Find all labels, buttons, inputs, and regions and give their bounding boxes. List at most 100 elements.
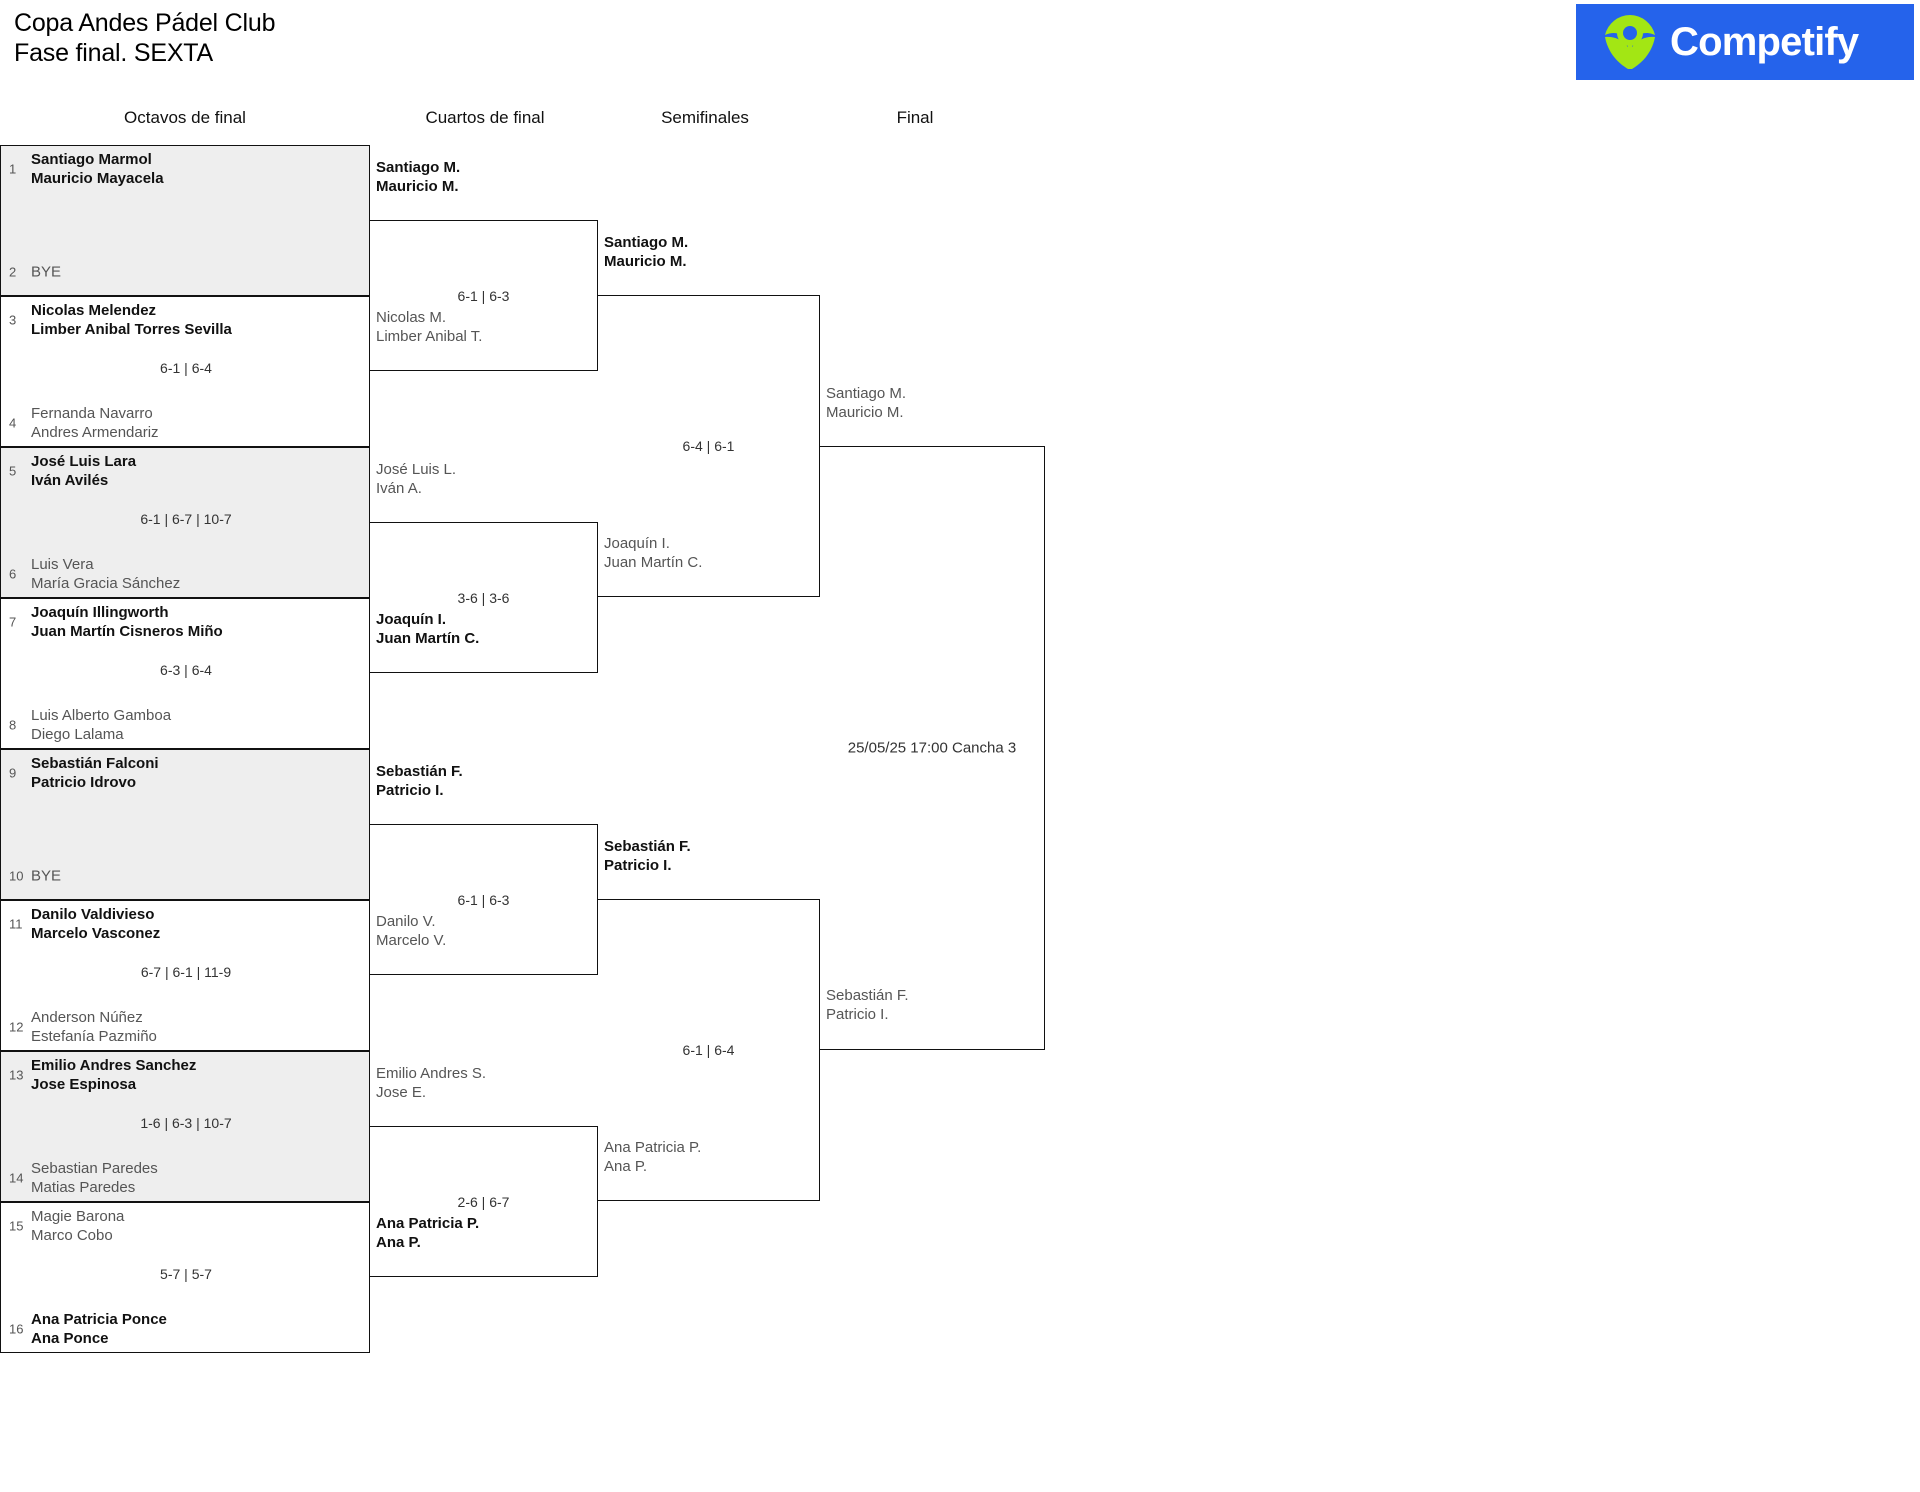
player-2: Mauricio M. [376, 178, 459, 195]
qf-connector-3[interactable]: 6-1 | 6-3 [370, 824, 598, 975]
player-2: Ana P. [376, 1234, 421, 1251]
sf-connector-1[interactable]: 6-4 | 6-1 [598, 295, 820, 597]
r16-match-7[interactable]: 13 Emilio Andres Sanchez Jose Espinosa 1… [0, 1051, 370, 1202]
player-1: Joaquín Illingworth [31, 604, 169, 621]
seed-number: 7 [9, 614, 17, 630]
player-1: Santiago Marmol [31, 151, 152, 168]
qf-connector-4[interactable]: 2-6 | 6-7 [370, 1126, 598, 1277]
player-2: Jose E. [376, 1084, 427, 1101]
player-1: Sebastián F. [376, 763, 463, 780]
player-1: BYE [31, 867, 62, 885]
player-1: Sebastián F. [604, 838, 691, 855]
player-1: Emilio Andres S. [376, 1065, 487, 1082]
player-1: Joaquín I. [376, 611, 447, 628]
seed-number: 15 [9, 1218, 24, 1234]
r16-slot-seed-8[interactable]: 8 Luis Alberto Gamboa Diego Lalama [1, 702, 371, 748]
final-connector[interactable]: 25/05/25 17:00 Cancha 3 [820, 446, 1045, 1050]
qf-team-3-bottom[interactable]: Danilo V. Marcelo V. [376, 912, 446, 950]
r16-match-8[interactable]: 15 Magie Barona Marco Cobo 5-7 | 5-7 16 … [0, 1202, 370, 1353]
r16-slot-seed-3[interactable]: 3 Nicolas Melendez Limber Anibal Torres … [1, 297, 371, 343]
r16-slot-seed-16[interactable]: 16 Ana Patricia Ponce Ana Ponce [1, 1306, 371, 1352]
player-1: Magie Barona [31, 1208, 125, 1225]
competify-person-icon [1605, 15, 1655, 69]
sf-team-2-bottom[interactable]: Ana Patricia P. Ana P. [604, 1138, 701, 1176]
r16-slot-seed-5[interactable]: 5 José Luis Lara Iván Avilés [1, 448, 371, 494]
player-2: Patricio I. [604, 857, 672, 874]
player-2: Iván Avilés [31, 472, 109, 489]
team-names: Magie Barona Marco Cobo [31, 1207, 124, 1245]
r16-slot-seed-2[interactable]: 2 BYE [1, 249, 371, 295]
player-2: Limber Anibal T. [376, 328, 483, 345]
r16-match-3[interactable]: 5 José Luis Lara Iván Avilés 6-1 | 6-7 |… [0, 447, 370, 598]
qf-team-4-bottom[interactable]: Ana Patricia P. Ana P. [376, 1214, 479, 1252]
r16-slot-seed-14[interactable]: 14 Sebastian Paredes Matias Paredes [1, 1155, 371, 1201]
player-2: Estefanía Pazmiño [31, 1028, 157, 1045]
player-2: Juan Martín Cisneros Miño [31, 623, 223, 640]
player-1: Fernanda Navarro [31, 405, 153, 422]
qf-team-1-bottom[interactable]: Nicolas M. Limber Anibal T. [376, 308, 482, 346]
seed-number: 5 [9, 463, 17, 479]
r16-match-4[interactable]: 7 Joaquín Illingworth Juan Martín Cisner… [0, 598, 370, 749]
qf-score-2: 3-6 | 3-6 [457, 589, 510, 606]
competify-logo[interactable]: Competify [1576, 4, 1914, 80]
qf-team-3-top[interactable]: Sebastián F. Patricio I. [376, 762, 463, 800]
player-1: Anderson Núñez [31, 1009, 143, 1026]
r16-slot-seed-10[interactable]: 10 BYE [1, 853, 371, 899]
qf-team-2-top[interactable]: José Luis L. Iván A. [376, 460, 456, 498]
team-names: Joaquín Illingworth Juan Martín Cisneros… [31, 603, 223, 641]
seed-number: 2 [9, 264, 17, 280]
round-header-octavos: Octavos de final [124, 108, 246, 127]
r16-match-1[interactable]: 1 Santiago Marmol Mauricio Mayacela 2 BY… [0, 145, 370, 296]
player-1: Luis Vera [31, 556, 94, 573]
qf-team-2-bottom[interactable]: Joaquín I. Juan Martín C. [376, 610, 479, 648]
player-1: Danilo Valdivieso [31, 906, 155, 923]
qf-score-1: 6-1 | 6-3 [457, 287, 510, 304]
r16-slot-seed-7[interactable]: 7 Joaquín Illingworth Juan Martín Cisner… [1, 599, 371, 645]
player-1: Nicolas Melendez [31, 302, 157, 319]
seed-number: 12 [9, 1019, 24, 1035]
r16-slot-seed-9[interactable]: 9 Sebastián Falconi Patricio Idrovo [1, 750, 371, 796]
team-names: Ana Patricia Ponce Ana Ponce [31, 1310, 167, 1348]
qf-team-1-top[interactable]: Santiago M. Mauricio M. [376, 158, 460, 196]
sf-team-1-top[interactable]: Santiago M. Mauricio M. [604, 233, 688, 271]
qf-team-4-top[interactable]: Emilio Andres S. Jose E. [376, 1064, 486, 1102]
r16-slot-seed-13[interactable]: 13 Emilio Andres Sanchez Jose Espinosa [1, 1052, 371, 1098]
r16-match-2[interactable]: 3 Nicolas Melendez Limber Anibal Torres … [0, 296, 370, 447]
title-line-2: Fase final. SEXTA [14, 39, 213, 67]
sf-team-2-top[interactable]: Sebastián F. Patricio I. [604, 837, 691, 875]
sf-connector-2[interactable]: 6-1 | 6-4 [598, 899, 820, 1201]
r16-match-5[interactable]: 9 Sebastián Falconi Patricio Idrovo 10 B… [0, 749, 370, 900]
r16-score-2: 6-1 | 6-4 [160, 360, 212, 376]
player-2: Limber Anibal Torres Sevilla [31, 321, 232, 338]
r16-match-6[interactable]: 11 Danilo Valdivieso Marcelo Vasconez 6-… [0, 900, 370, 1051]
seed-number: 8 [9, 717, 17, 733]
player-2: Mauricio Mayacela [31, 170, 164, 187]
player-1: Joaquín I. [604, 535, 670, 552]
team-names: José Luis Lara Iván Avilés [31, 452, 136, 490]
r16-slot-seed-6[interactable]: 6 Luis Vera María Gracia Sánchez [1, 551, 371, 597]
r16-slot-seed-11[interactable]: 11 Danilo Valdivieso Marcelo Vasconez [1, 901, 371, 947]
qf-connector-1[interactable]: 6-1 | 6-3 [370, 220, 598, 371]
qf-connector-2[interactable]: 3-6 | 3-6 [370, 522, 598, 673]
round-header-semis: Semifinales [661, 108, 749, 127]
player-1: Nicolas M. [376, 309, 447, 326]
r16-slot-seed-4[interactable]: 4 Fernanda Navarro Andres Armendariz [1, 400, 371, 446]
sf-team-1-bottom[interactable]: Joaquín I. Juan Martín C. [604, 534, 702, 572]
player-2: Ana Ponce [31, 1330, 109, 1347]
r16-slot-seed-15[interactable]: 15 Magie Barona Marco Cobo [1, 1203, 371, 1249]
final-team-top[interactable]: Santiago M. Mauricio M. [826, 384, 906, 422]
player-1: Santiago M. [826, 385, 907, 402]
r16-slot-seed-1[interactable]: 1 Santiago Marmol Mauricio Mayacela [1, 146, 371, 192]
player-2: Diego Lalama [31, 726, 124, 743]
player-2: Jose Espinosa [31, 1076, 137, 1093]
player-2: Patricio I. [376, 782, 444, 799]
player-2: Juan Martín C. [376, 630, 480, 647]
page-header: Copa Andes Pádel Club Fase final. SEXTA … [0, 0, 1920, 90]
final-team-bottom[interactable]: Sebastián F. Patricio I. [826, 986, 909, 1024]
round-header-final: Final [896, 108, 934, 127]
team-names: Luis Vera María Gracia Sánchez [31, 555, 180, 593]
r16-slot-seed-12[interactable]: 12 Anderson Núñez Estefanía Pazmiño [1, 1004, 371, 1050]
player-1: Sebastián F. [826, 987, 909, 1004]
player-1: Emilio Andres Sanchez [31, 1057, 197, 1074]
